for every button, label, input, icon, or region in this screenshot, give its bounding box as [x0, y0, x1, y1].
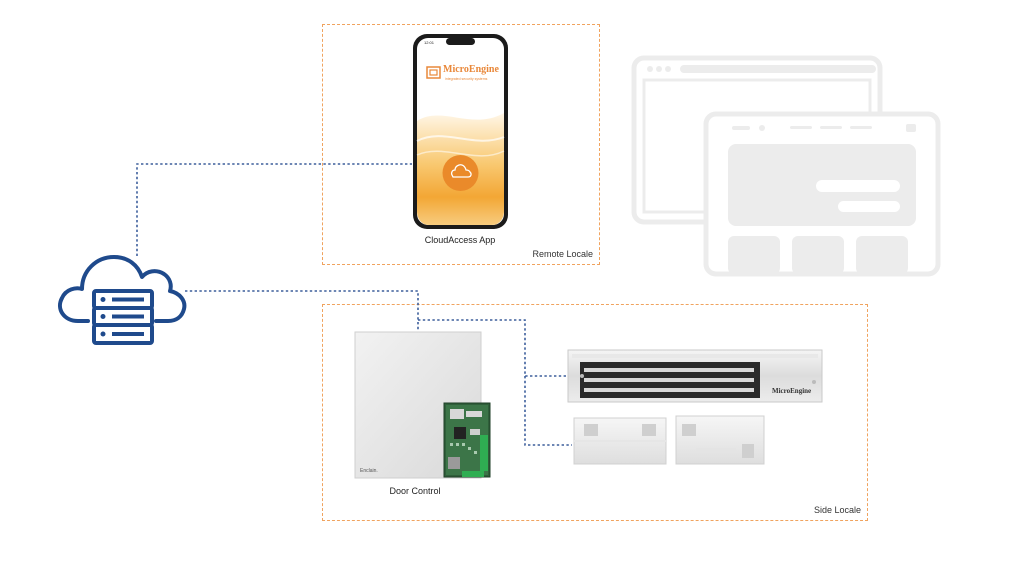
remote-locale-zone: Remote Locale [322, 24, 600, 265]
magnetic-lock-device: MicroEngine [567, 348, 823, 404]
door-control-panel-text: Enclain. [360, 468, 378, 474]
cloudaccess-phone: 12:01 MicroEngine integrated security sy… [412, 33, 509, 230]
browser-windows-illustration [631, 55, 941, 277]
phone-frame [413, 34, 508, 229]
cloud-server-icon [58, 255, 187, 345]
cloud-to-app-connector [136, 163, 412, 256]
door-sensor-left [573, 417, 667, 465]
remote-locale-label: Remote Locale [532, 249, 593, 259]
phone-app-tagline: integrated security systems [445, 77, 488, 81]
door-sensor-pieces [573, 415, 765, 465]
phone-status-time: 12:01 [424, 40, 435, 45]
door-control-enclosure [354, 331, 491, 479]
door-control-device: Enclain. [354, 331, 492, 479]
cloudaccess-app-caption: CloudAccess App [424, 235, 496, 245]
magnetic-lock-body [567, 349, 823, 403]
side-locale-label: Side Locale [813, 505, 861, 515]
door-control-caption: Door Control [389, 486, 441, 496]
cloud-to-door-control-connector [185, 290, 419, 332]
magnetic-lock-brand: MicroEngine [772, 387, 812, 395]
door-control-to-maglock-connector [418, 319, 568, 377]
side-locale-zone: Side Locale [322, 304, 868, 521]
phone-app-brand: MicroEngine [443, 64, 499, 75]
door-sensor-right [675, 415, 765, 465]
door-control-to-sensor-connector [524, 376, 572, 446]
